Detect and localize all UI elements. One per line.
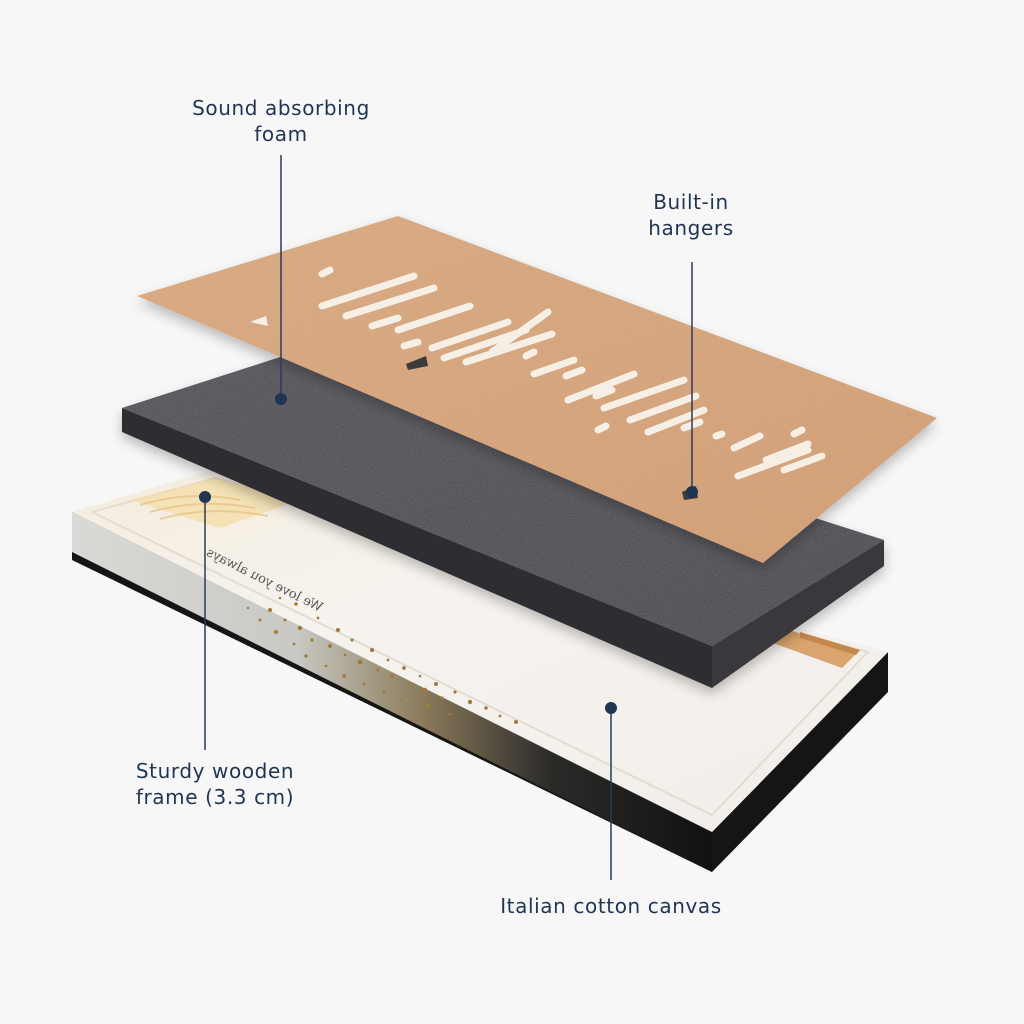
print-rays xyxy=(139,495,269,520)
hangers-label-line2: hangers xyxy=(648,216,734,240)
foam-texture xyxy=(122,352,884,646)
foam-front-edge xyxy=(122,408,712,688)
hangers-callout-label: Built-in hangers xyxy=(621,189,761,241)
canvas-label-line1: Italian cotton canvas xyxy=(500,894,722,918)
frame-callout-label: Sturdy wooden frame (3.3 cm) xyxy=(115,758,315,810)
wood-stretcher-grain xyxy=(800,632,860,655)
foam-label-line2: foam xyxy=(254,122,308,146)
frame-label-line2: frame (3.3 cm) xyxy=(135,785,295,809)
gold-speckle-pattern xyxy=(246,596,518,724)
canvas-wrap-edge xyxy=(72,512,712,872)
hangers-label-line1: Built-in xyxy=(653,190,729,214)
wood-stretcher-corner xyxy=(770,628,860,668)
leader-lines xyxy=(204,155,693,880)
canvas-callout-label: Italian cotton canvas xyxy=(480,893,742,919)
foam-callout-label: Sound absorbing foam xyxy=(181,95,381,147)
backboard-slots xyxy=(318,266,826,480)
foam-label-line1: Sound absorbing xyxy=(192,96,370,120)
hanger-cutout-center xyxy=(406,356,428,370)
foam-side-edge xyxy=(712,540,884,688)
hanger-cutout-left xyxy=(250,316,268,326)
canvas-face xyxy=(72,470,888,832)
foam-layer xyxy=(122,352,884,688)
frame-label-line1: Sturdy wooden xyxy=(135,759,295,783)
backboard-layer xyxy=(137,216,937,563)
hangers-dot-marker-icon xyxy=(686,486,698,498)
canvas-frame-layer: We love you always xyxy=(72,470,888,872)
foam-dot-marker-icon xyxy=(275,393,287,405)
canvas-dot-marker-icon xyxy=(605,702,617,714)
frame-dot-marker-icon xyxy=(199,491,211,503)
